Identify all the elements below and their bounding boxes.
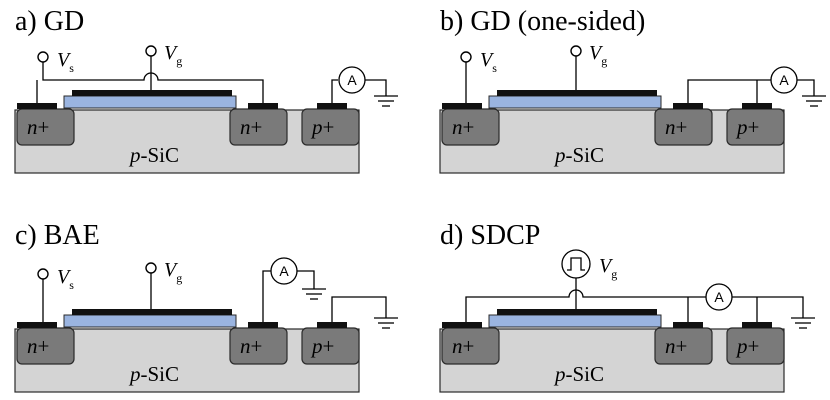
ammeter-label: A (714, 289, 724, 305)
panel-c: c) BAE p-SiC n+ n+ p+ Vs Vg A (14, 220, 398, 393)
source-contact (17, 322, 57, 328)
panel-title: d) SDCP (440, 220, 540, 251)
source-region-label: n+ (27, 334, 49, 358)
vs-terminal-icon (37, 51, 49, 63)
body-region-label: p+ (310, 115, 334, 139)
panel-title: b) GD (one-sided) (440, 6, 645, 37)
substrate-label: p-SiC (553, 143, 604, 167)
body-ground-wire (331, 296, 387, 322)
source-region-label: n+ (27, 115, 49, 139)
ground-icon (802, 95, 826, 107)
substrate-label: p-SiC (553, 362, 604, 386)
vs-label: Vs (57, 266, 74, 292)
drain-wire (687, 79, 771, 103)
source-contact (442, 322, 482, 328)
body-contact (317, 322, 347, 328)
drain-region-label: n+ (240, 115, 262, 139)
vg-terminal-icon (145, 45, 157, 57)
panel-title: a) GD (15, 6, 84, 37)
body-contact (317, 103, 347, 109)
drain-contact (248, 322, 278, 328)
ground-wire (297, 270, 315, 289)
ammeter-label: A (779, 72, 789, 88)
vg-label: Vg (599, 255, 617, 281)
pulse-waveform-icon (567, 257, 585, 271)
panel-title: c) BAE (15, 220, 100, 251)
source-region-label: n+ (452, 115, 474, 139)
ground-icon (374, 317, 398, 329)
vs-terminal-icon (460, 51, 472, 63)
drain-region-label: n+ (665, 115, 687, 139)
drain-wire (262, 270, 271, 322)
ground-wire (365, 79, 387, 96)
drain-contact (248, 103, 278, 109)
body-region-label: p+ (735, 334, 759, 358)
gate-oxide (63, 314, 237, 328)
gate-oxide (488, 314, 662, 328)
source-contact (442, 103, 482, 109)
panel-a: a) GD p-SiC n+ n+ p+ Vs Vg A (14, 6, 398, 174)
gate-metal (72, 90, 232, 96)
source-region-label: n+ (452, 334, 474, 358)
substrate-label: p-SiC (128, 143, 179, 167)
source-drain-wire (465, 289, 706, 322)
source-contact (17, 103, 57, 109)
gate-oxide (488, 95, 662, 109)
vg-terminal-icon (570, 45, 582, 57)
ground-icon (302, 288, 326, 300)
body-region-label: p+ (310, 334, 334, 358)
ground-icon (791, 317, 815, 329)
vg-terminal-icon (145, 262, 157, 274)
vs-label: Vs (480, 49, 497, 75)
gate-metal (72, 309, 232, 315)
vg-label: Vg (164, 259, 182, 285)
drain-contact (673, 103, 703, 109)
ground-wire (797, 79, 815, 96)
vs-terminal-icon (37, 268, 49, 280)
ammeter-label: A (347, 72, 357, 88)
body-contact (742, 103, 772, 109)
drain-contact (673, 322, 703, 328)
vg-label: Vg (589, 42, 607, 68)
panel-b: b) GD (one-sided) p-SiC n+ n+ p+ Vs Vg A (439, 6, 826, 174)
body-region-label: p+ (735, 115, 759, 139)
vg-label: Vg (164, 42, 182, 68)
ground-wire (732, 296, 804, 318)
vs-label: Vs (57, 49, 74, 75)
gate-metal (497, 90, 657, 96)
gate-metal (497, 309, 657, 315)
gate-oxide (63, 95, 237, 109)
drain-region-label: n+ (240, 334, 262, 358)
ground-icon (374, 95, 398, 107)
drain-region-label: n+ (665, 334, 687, 358)
body-wire (331, 79, 338, 103)
substrate-label: p-SiC (128, 362, 179, 386)
pulse-generator-icon (561, 249, 591, 279)
body-contact (742, 322, 772, 328)
ammeter-label: A (279, 263, 289, 279)
panel-d: d) SDCP p-SiC n+ n+ p+ Vg A (439, 220, 815, 393)
